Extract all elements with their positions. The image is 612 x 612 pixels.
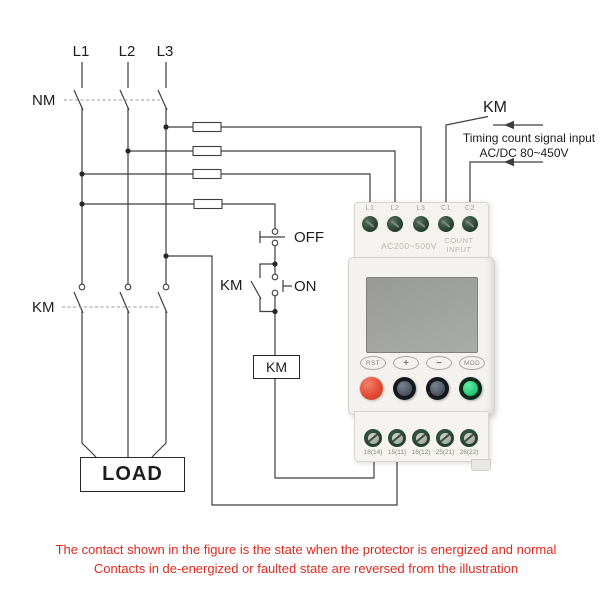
phase-label-l2: L2: [118, 43, 136, 60]
on-button-label: ON: [294, 278, 317, 295]
device-din-foot: [471, 459, 491, 471]
footer-note-line2: Contacts in de-energized or faulted stat…: [93, 561, 519, 576]
terminal-l3: [413, 216, 429, 232]
terminal-c2: [462, 216, 478, 232]
button-cap: [463, 381, 478, 396]
junction-dots: [79, 124, 278, 315]
rst-button-label: RST: [360, 356, 386, 370]
terminal-label-18-14: 18(14): [363, 449, 383, 456]
terminal-l1: [362, 216, 378, 232]
terminal-l2: [387, 216, 403, 232]
minus-button-label: −: [426, 356, 452, 370]
count-input-label-line1: COUNT: [444, 236, 474, 245]
screw-slot-icon: [465, 220, 475, 228]
terminal-18-14: [364, 429, 382, 447]
load-box: LOAD: [80, 457, 185, 492]
wires: [73, 62, 543, 506]
coil-label: KM: [266, 359, 287, 375]
contact-points: [78, 228, 279, 297]
mod-button-label: MOD: [459, 356, 485, 370]
screw-slot-icon: [390, 220, 400, 228]
count-switch-label: KM: [483, 99, 507, 116]
terminal-25-21: [436, 429, 454, 447]
count-input-label-line2: INPUT: [446, 245, 472, 254]
terminal-label-l2: L2: [390, 205, 400, 212]
button-cap: [430, 381, 445, 396]
plus-button: [393, 377, 416, 400]
terminal-label-15-11: 15(11): [387, 449, 407, 456]
terminal-c1: [438, 216, 454, 232]
plus-button-label: +: [393, 356, 419, 370]
terminal-26-22: [460, 429, 478, 447]
terminal-15-11: [388, 429, 406, 447]
terminal-label-c1: C1: [441, 205, 451, 212]
load-label: LOAD: [102, 463, 163, 485]
mechanical-linkage-dashes: [62, 99, 160, 308]
terminal-label-16-12: 16(12): [411, 449, 431, 456]
screw-slot-icon: [416, 220, 426, 228]
fuses: [192, 121, 223, 210]
breaker-label: NM: [32, 92, 56, 109]
device-lcd-screen: [366, 277, 478, 353]
screw-slot-icon: [365, 220, 375, 228]
terminal-label-25-21: 25(21): [435, 449, 455, 456]
signal-arrows: [504, 120, 514, 167]
terminal-label-l1: L1: [365, 205, 375, 212]
contactor-coil: KM: [253, 355, 300, 379]
aux-contact-label: KM: [220, 277, 243, 294]
terminal-label-l3: L3: [416, 205, 426, 212]
button-cap: [397, 381, 412, 396]
screw-slot-icon: [441, 220, 451, 228]
off-button-label: OFF: [294, 229, 324, 246]
terminal-label-c2: C2: [465, 205, 475, 212]
minus-button: [426, 377, 449, 400]
count-note-line2: AC/DC 80~450V: [479, 146, 569, 160]
mod-button: [459, 377, 482, 400]
terminal-16-12: [412, 429, 430, 447]
count-note-line1: Timing count signal input: [462, 131, 596, 145]
phase-label-l1: L1: [72, 43, 90, 60]
rst-button: [360, 377, 383, 400]
contactor-main-label: KM: [32, 299, 55, 316]
footer-note-line1: The contact shown in the figure is the s…: [55, 542, 557, 557]
phase-label-l3: L3: [156, 43, 174, 60]
voltage-range-label: AC200~500V: [381, 241, 437, 251]
terminal-label-26-22: 26(22): [459, 449, 479, 456]
